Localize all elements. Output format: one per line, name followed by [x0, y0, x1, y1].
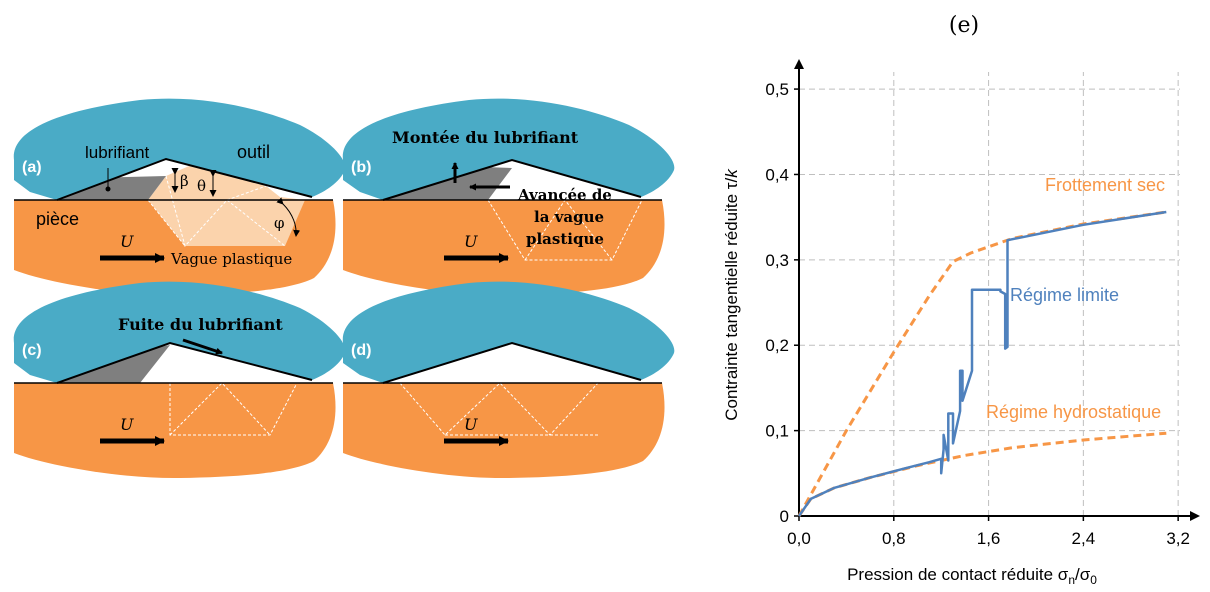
- x-tick-label: 3,2: [1166, 529, 1190, 548]
- tool-edge-d: [382, 341, 642, 384]
- y-tick-label: 0: [780, 507, 789, 526]
- x-tick-label: 1,6: [977, 529, 1001, 548]
- plastic-zone-c: [139, 347, 298, 436]
- workpiece-b: [343, 200, 665, 296]
- lubricant-rise-label: Montée du lubrifiant: [392, 128, 579, 147]
- chart-ticks: 0 0,1 0,2 0,3 0,4 0,5 0,0 0,8 1,6 2,4 3,2: [765, 80, 1190, 548]
- plastic-zone-b: [487, 199, 643, 261]
- velocity-label-a: U: [120, 232, 134, 251]
- theta-symbol: θ: [197, 177, 206, 195]
- hydrostatic-line: [797, 431, 1167, 517]
- beta-symbol: β: [180, 172, 189, 190]
- wave-label: Vague plastique: [170, 250, 292, 268]
- panel-b-label: (b): [351, 159, 371, 176]
- y-tick-label: 0,4: [765, 165, 789, 184]
- chart-title: (e): [949, 13, 979, 38]
- lubricant-dot: [105, 186, 111, 192]
- chart-series: [797, 210, 1167, 517]
- panel-c-label: (c): [22, 342, 42, 359]
- chart-axes: [794, 59, 1200, 521]
- advance-label-3: plastique: [526, 230, 604, 248]
- label-dry-friction: Frottement sec: [1045, 175, 1165, 195]
- tool-edge-a: [56, 157, 313, 201]
- panel-d-label: (d): [351, 342, 371, 359]
- chart-e: (e) 0 0,1 0,2 0,3 0,4 0,5 0,0 0,8 1,6 2,4 3,2 Frot…: [722, 13, 1200, 587]
- velocity-label-d: U: [464, 415, 478, 434]
- chart-grid: [799, 72, 1180, 516]
- phi-arrow: [276, 197, 301, 237]
- tool-d: [342, 281, 675, 383]
- panel-d: (d) U: [342, 281, 675, 479]
- advance-label-2: la vague: [534, 208, 604, 226]
- lubricant-b: [383, 165, 512, 200]
- panel-a: (a) lubrifiant outil pièce U Vague plast…: [13, 98, 346, 296]
- y-tick-label: 0,2: [765, 336, 789, 355]
- y-tick-label: 0,5: [765, 80, 789, 99]
- velocity-label-b: U: [464, 232, 478, 251]
- tool-b: [342, 98, 675, 200]
- workpiece-d: [343, 383, 665, 479]
- lubricant-label: lubrifiant: [85, 143, 150, 162]
- y-axis-arrowhead: [794, 59, 804, 69]
- x-tick-label: 0,0: [787, 529, 811, 548]
- label-boundary-regime: Régime limite: [1010, 285, 1119, 305]
- advance-label-1: Avancée de: [517, 186, 612, 204]
- y-axis-label: Contrainte tangentielle réduite τ/k: [722, 168, 741, 421]
- workpiece-label: pièce: [36, 209, 79, 229]
- x-tick-label: 0,8: [882, 529, 906, 548]
- plastic-zone-a: [148, 163, 305, 246]
- tool-a: [13, 98, 346, 200]
- dry-friction-line: [797, 210, 1167, 517]
- leak-label: Fuite du lubrifiant: [118, 315, 283, 334]
- panel-c: (c) Fuite du lubrifiant U: [13, 281, 346, 479]
- x-axis-label: Pression de contact réduite σn/σ0: [847, 565, 1097, 587]
- x-axis-arrowhead: [1190, 511, 1200, 521]
- leak-arrow: [182, 338, 223, 355]
- x-tick-label: 2,4: [1072, 529, 1096, 548]
- tool-c: [13, 281, 346, 383]
- phi-symbol: φ: [274, 214, 285, 232]
- y-tick-label: 0,1: [765, 422, 789, 441]
- label-hydrostatic: Régime hydrostatique: [986, 402, 1161, 422]
- panel-a-label: (a): [22, 159, 42, 176]
- tool-edge-c: [56, 341, 313, 384]
- boundary-regime-line: [797, 210, 1167, 517]
- tool-edge-b: [382, 158, 642, 201]
- tool-label: outil: [237, 142, 270, 162]
- y-tick-label: 0,3: [765, 251, 789, 270]
- panel-b: (b) Montée du lubrifiant Avancée de la v…: [342, 98, 675, 296]
- velocity-label-c: U: [120, 415, 134, 434]
